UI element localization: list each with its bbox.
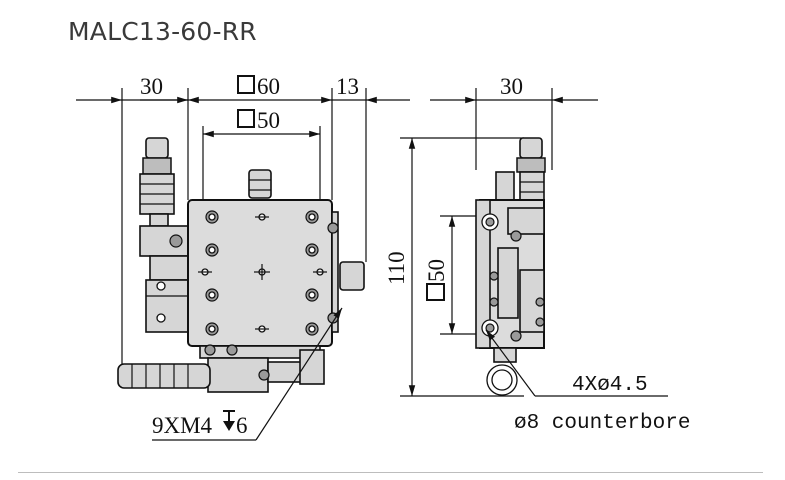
side-top-dimension-line — [430, 88, 598, 170]
leader-counterbore — [485, 329, 668, 397]
dim-front-square-inner: 50 — [257, 108, 280, 133]
callout-thru-holes: 4Xø4.5 — [572, 374, 648, 397]
dim-side-width: 30 — [500, 74, 523, 99]
callout-tapped-depth: 6 — [236, 413, 248, 438]
dim-front-left: 30 — [140, 74, 163, 99]
dim-front-right: 13 — [336, 74, 359, 99]
square-symbol-side — [426, 283, 445, 301]
footer-divider — [18, 472, 763, 473]
dim-front-square-outer: 60 — [257, 74, 280, 99]
side-view — [475, 137, 546, 396]
front-view — [117, 137, 365, 393]
plate-holes — [198, 210, 327, 336]
front-top-dimension-line — [76, 88, 410, 368]
leader-tapped-holes — [152, 307, 343, 441]
dim-side-height: 110 — [384, 251, 409, 285]
depth-symbol — [223, 410, 235, 431]
callout-counterbore: ø8 counterbore — [514, 412, 690, 435]
callout-tapped-holes: 9XM4 — [152, 413, 213, 438]
square-symbol-50 — [237, 109, 255, 128]
front-inner-dimension-line — [202, 126, 321, 205]
square-symbol-60 — [237, 75, 255, 94]
dim-side-square: 50 — [424, 259, 449, 282]
technical-drawing: 30 60 13 50 — [76, 74, 690, 441]
product-title: MALC13-60-RR — [68, 17, 257, 46]
